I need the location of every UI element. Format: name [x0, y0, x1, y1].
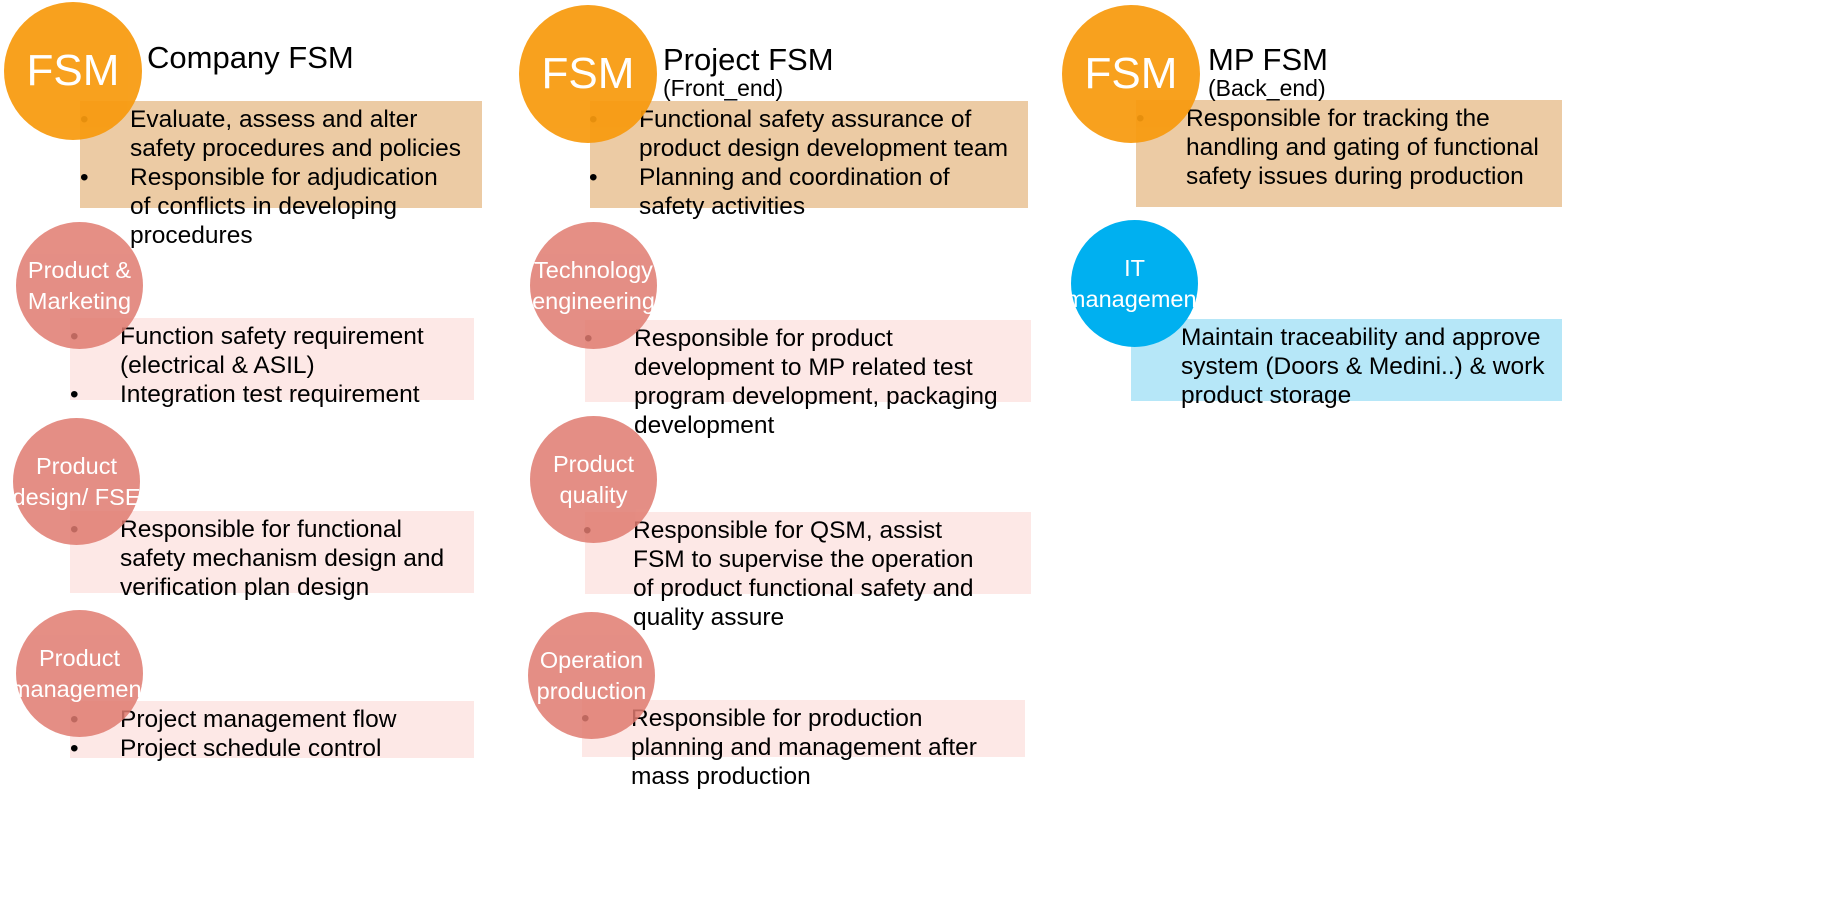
role-circle: Product management — [11, 610, 148, 737]
role-circle-line: Product — [39, 644, 120, 671]
role-responsibility-item: Project schedule control — [70, 734, 470, 763]
role-circle-text: Technology engineering — [532, 255, 655, 317]
role-responsibility-list: Project management flowProject schedule … — [70, 705, 470, 763]
role-circle: IT management — [1066, 220, 1203, 347]
fsm-title: Project FSM — [663, 42, 834, 77]
fsm-responsibility-item: Responsible for adjudication of conflict… — [80, 163, 465, 250]
role-circle-line: Product — [36, 452, 117, 479]
role-circle-line: Product — [553, 450, 634, 477]
role-circle-line: production — [536, 677, 647, 704]
role-responsibility-item: Responsible for product development to M… — [584, 324, 1014, 440]
role-circle-line: engineering — [532, 287, 655, 314]
fsm-circle-label: FSM — [1084, 49, 1178, 98]
role-circle: Product quality — [530, 416, 657, 543]
role-responsibility-item: Function safety requirement (electrical … — [70, 322, 470, 380]
role-circle: Product design/ FSE — [13, 418, 141, 545]
role-circle-line: IT — [1124, 254, 1145, 281]
role-circle-line: Operation — [539, 646, 644, 673]
role-responsibility-list: Responsible for product development to M… — [584, 324, 1014, 440]
fsm-responsibility-list: Functional safety assurance of product d… — [589, 105, 1014, 221]
role-responsibility-item: Integration test requirement — [70, 380, 470, 409]
role-circle: Operation production — [528, 612, 655, 739]
fsm-responsibility-list: Responsible for tracking the handling an… — [1136, 104, 1546, 191]
role-responsibility-list: Responsible for production planning and … — [581, 704, 1016, 791]
role-circle-line: quality — [559, 481, 628, 508]
role-circle: Technology engineering — [530, 222, 657, 349]
fsm-responsibility-item: Planning and coordination of safety acti… — [589, 163, 1014, 221]
role-circle-line: Marketing — [27, 287, 132, 314]
fsm-responsibility-item: Responsible for tracking the handling an… — [1136, 104, 1546, 191]
fsm-subtitle: (Front_end) — [663, 75, 784, 101]
role-responsibility-item: Project management flow — [70, 705, 470, 734]
fsm-circle: FSM — [519, 5, 657, 143]
fsm-title: Company FSM — [147, 40, 354, 75]
fsm-circle-label: FSM — [26, 46, 120, 95]
role-circle-line: Technology — [534, 256, 653, 283]
role-circle-text: Product & Marketing — [28, 255, 131, 317]
role-circle-text: IT management — [1066, 253, 1203, 315]
role-responsibility-item: Responsible for QSM, assist FSM to super… — [583, 516, 988, 632]
role-circle-line: design/ FSE — [12, 483, 141, 510]
role-circle-line: Product & — [27, 256, 132, 283]
fsm-responsibility-item: Evaluate, assess and alter safety proced… — [80, 105, 465, 163]
fsm-title: MP FSM — [1208, 42, 1328, 77]
role-circle-line: management — [1065, 285, 1204, 312]
role-circle-text: Product management — [11, 643, 148, 705]
fsm-responsibility-item: Functional safety assurance of product d… — [589, 105, 1014, 163]
role-circle-text: Operation production — [537, 645, 647, 707]
fsm-circle: FSM — [1062, 5, 1200, 143]
fsm-circle-label: FSM — [541, 49, 635, 98]
role-circle-text: Product design/ FSE — [13, 451, 141, 513]
role-responsibility-item: Responsible for production planning and … — [581, 704, 1016, 791]
fsm-subtitle: (Back_end) — [1208, 75, 1326, 101]
role-responsibility-list: Responsible for QSM, assist FSM to super… — [583, 516, 988, 632]
role-responsibility-item: Maintain traceability and approve system… — [1131, 323, 1561, 410]
role-responsibility-list: Responsible for functional safety mechan… — [70, 515, 450, 602]
role-circle: Product & Marketing — [16, 222, 143, 349]
role-circle-line: management — [10, 675, 149, 702]
fsm-responsibility-list: Evaluate, assess and alter safety proced… — [80, 105, 465, 250]
fsm-circle: FSM — [4, 2, 142, 140]
role-circle-text: Product quality — [553, 449, 634, 511]
role-responsibility-list: Function safety requirement (electrical … — [70, 322, 470, 409]
role-responsibility-list: Maintain traceability and approve system… — [1131, 323, 1561, 410]
role-responsibility-item: Responsible for functional safety mechan… — [70, 515, 450, 602]
